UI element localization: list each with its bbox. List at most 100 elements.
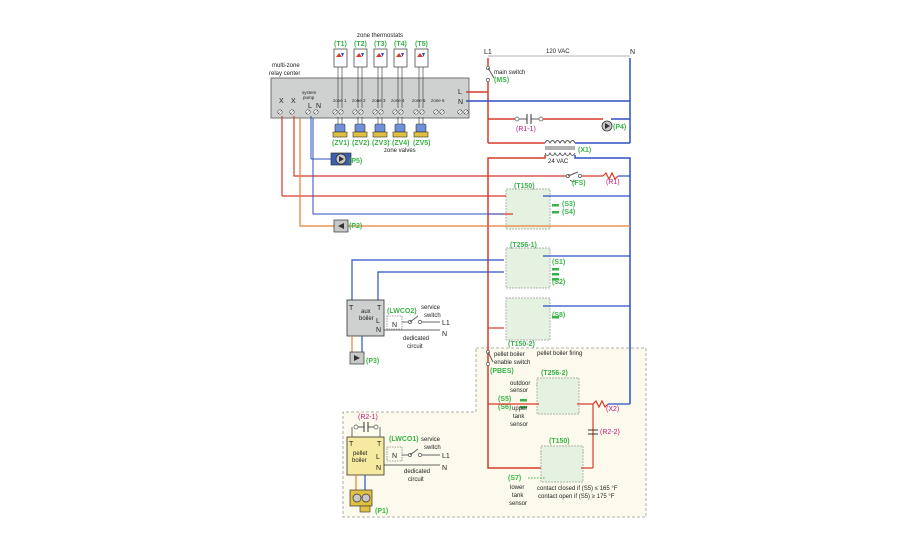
pellet-enable-label-1: pellet boiler [494, 352, 525, 358]
n-top-label: N [630, 49, 635, 56]
sensor-lead [520, 399, 527, 402]
pump-p5-icon [330, 152, 352, 166]
zone-label: zone 1 [333, 98, 347, 103]
t150-2-label: (T150-2) [508, 341, 535, 348]
valve-label: (ZV4) [392, 140, 410, 147]
service-switch-aux[interactable] [402, 315, 422, 324]
p2-label: (P2) [349, 223, 362, 230]
thermostat-icon[interactable] [333, 48, 348, 68]
service-switch-2a: service [421, 437, 441, 443]
pellet-t-right: T [377, 441, 382, 448]
dedicated-circuit-1a: dedicated [403, 336, 429, 342]
l1-b-label: L1 [442, 320, 450, 327]
aux-boiler-label-1: aux [361, 309, 371, 315]
lower-tank-3: sensor [509, 501, 527, 507]
lwco2-label: (LWCO2) [387, 308, 417, 315]
x2-coil [592, 399, 609, 409]
ms-label: (MS) [494, 77, 509, 84]
s1-label: (S1) [552, 259, 565, 266]
upper-tank-1: upper [512, 406, 527, 412]
x1-label: (X1) [578, 147, 591, 154]
zone-label: zone 2 [352, 98, 366, 103]
thermostat-label: (T1) [334, 41, 347, 48]
l1-label: L1 [484, 49, 492, 56]
fs-label: (FS) [572, 180, 586, 187]
thermostat-icon[interactable] [373, 48, 388, 68]
lwco1-box [386, 446, 403, 462]
r1-label: (R1) [606, 179, 620, 186]
pellet-firing-label: pellet boiler firing [537, 351, 582, 357]
zone-thermostats-label: zone thermostats [357, 33, 403, 39]
upper-tank-3: sensor [510, 422, 528, 428]
thermostat-label: (T3) [374, 41, 387, 48]
pellet-boiler-label-2: boiler [352, 458, 367, 464]
p2-wire-orange [299, 118, 334, 227]
aux-boiler-t-wire-2 [377, 271, 504, 300]
aux-boiler-t-left: T [349, 305, 354, 312]
pump-p2-icon [333, 219, 349, 233]
relay-n-label: N [316, 103, 321, 110]
thermostat-icon[interactable] [414, 48, 429, 68]
relay-x-wire-to-fs [293, 116, 566, 177]
t256-1-label: (T256-1) [510, 242, 537, 249]
t150-box-top [505, 188, 551, 230]
system-pump-label-2: pump [303, 95, 315, 100]
zone-label: zone 4 [391, 98, 405, 103]
x2-label: (X2) [606, 406, 619, 413]
contact-closed-text: contact closed if (S5) ≤ 165 °F [537, 486, 618, 492]
pellet-t-left: T [349, 441, 354, 448]
pellet-enable-label-2: enable switch [494, 360, 530, 366]
aux-boiler-l: L [376, 318, 380, 325]
relay-right-n-label: N [458, 99, 463, 106]
thermostat-label: (T4) [394, 41, 407, 48]
upper-tank-2: tank [513, 414, 525, 420]
zone-valve-icon [413, 117, 429, 138]
aux-boiler-t-wire-1 [351, 259, 504, 300]
thermostat-icon[interactable] [393, 48, 408, 68]
l1-c-label: L1 [442, 453, 450, 460]
thermostat-icon[interactable] [353, 48, 368, 68]
sensor-lead [552, 316, 559, 319]
system-pump-label-1: system [302, 90, 317, 95]
s3-label: (S3) [562, 201, 575, 208]
r2-1-label: (R2-1) [358, 414, 378, 421]
pump-p1-icon [349, 489, 373, 513]
n-b-label: N [442, 331, 447, 338]
service-switch-2b: switch [424, 445, 441, 451]
aux-boiler-box [346, 299, 385, 337]
t256-1-box [505, 247, 551, 289]
lwco1-label: (LWCO1) [389, 436, 419, 443]
outdoor-sensor-1: outdoor [510, 381, 530, 387]
pellet-l: L [376, 454, 380, 461]
valve-label: (ZV1) [332, 140, 350, 147]
pellet-enable-switch[interactable] [486, 350, 494, 366]
service-switch-pellet[interactable] [402, 448, 422, 457]
service-switch-1a: service [421, 305, 441, 311]
zone-label: zone 3 [372, 98, 386, 103]
sensor-lead [552, 278, 559, 281]
r1-1-contact [514, 114, 544, 124]
relay-x1-label: X [279, 98, 284, 105]
lower-tank-1: lower [510, 485, 524, 491]
zone-valve-icon [392, 117, 408, 138]
pellet-boiler-box [346, 436, 385, 476]
s5-label: (S5) [498, 396, 511, 403]
r2-2-contact [588, 429, 598, 435]
vac24-common-rail [574, 155, 631, 404]
n-c-label: N [442, 465, 447, 472]
sensor-lead [552, 268, 559, 271]
main-switch-blade[interactable] [487, 67, 495, 79]
transformer-x1-icon [544, 140, 576, 156]
r1-coil [602, 171, 619, 181]
r2-2-label: (R2-2) [600, 429, 620, 436]
valve-label: (ZV2) [352, 140, 370, 147]
relay-right-l-label: L [458, 89, 462, 96]
pbes-label: (PBES) [490, 368, 514, 375]
lwco2-box [386, 315, 403, 330]
vac120-label: 120 VAC [546, 49, 570, 55]
relay-center-label-1: multi-zone [272, 63, 300, 69]
zone-label: zone 6 [431, 98, 445, 103]
pump-p4-icon [601, 120, 613, 132]
flow-switch-fs [566, 171, 582, 182]
vac24-label: 24 VAC [548, 159, 569, 165]
